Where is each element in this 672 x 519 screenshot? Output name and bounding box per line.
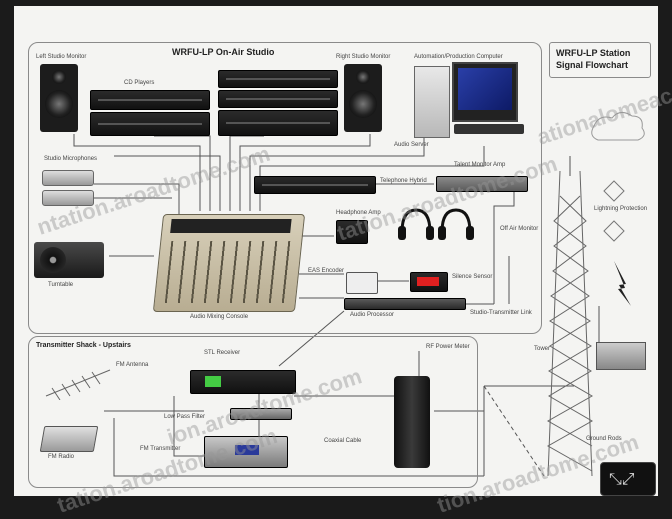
flowchart-title-line2: Signal Flowchart <box>556 60 629 70</box>
telephone-hybrid <box>254 176 376 194</box>
fullscreen-arrows-icon: ⤡⤢ <box>609 469 635 488</box>
fm-radio <box>39 426 99 452</box>
cd-player-2 <box>90 112 210 136</box>
studio-title: WRFU-LP On-Air Studio <box>172 47 275 57</box>
fm-radio-label: FM Radio <box>48 454 75 460</box>
turntable-label: Turntable <box>48 282 74 288</box>
fm-transmitter <box>204 436 288 468</box>
mixing-console-label: Audio Mixing Console <box>190 314 249 320</box>
signal-line <box>73 134 201 211</box>
signal-line <box>114 155 221 211</box>
tweeter-icon <box>52 70 66 84</box>
right-studio-monitor <box>344 64 382 132</box>
headphone-amp-label: Headphone Amp <box>336 210 381 216</box>
console-faders <box>164 241 292 303</box>
screenshot-stage: WRFU-LP On-Air Studio WRFU-LP Station Si… <box>14 6 672 518</box>
rf-power-meter <box>394 376 430 468</box>
transmitter-shack-title: Transmitter Shack - Upstairs <box>36 342 131 349</box>
corner-logo[interactable]: ⤡⤢ <box>600 462 656 496</box>
signal-line <box>154 135 211 211</box>
transmitter-display <box>235 445 259 455</box>
rack-unit-2 <box>218 90 338 108</box>
microphone-device <box>42 190 94 206</box>
signal-line <box>229 135 264 211</box>
computer-tower <box>414 66 450 138</box>
flowchart-title-line1: WRFU-LP Station <box>556 48 631 58</box>
silence-sensor <box>410 272 448 292</box>
low-pass-filter <box>230 408 292 420</box>
left-studio-monitor <box>40 64 78 132</box>
cloud-icon <box>591 112 645 141</box>
studio-mics-label: Studio Microphones <box>44 156 98 162</box>
talent-monitor-amp-label: Talent Monitor Amp <box>454 162 506 168</box>
stl-label: Studio-Transmitter Link <box>470 310 532 316</box>
yagi-antenna-icon <box>45 369 111 400</box>
signal-line <box>173 396 204 457</box>
talent-monitor-amp <box>436 176 528 192</box>
lightning-bolt-icon <box>614 261 631 306</box>
signal-flowchart-diagram: WRFU-LP On-Air Studio WRFU-LP Station Si… <box>14 6 672 518</box>
left-monitor-label: Left Studio Monitor <box>36 54 87 60</box>
cd-players-label: CD Players <box>124 80 155 86</box>
flowchart-title-box <box>549 42 651 78</box>
console-meter-bridge <box>170 219 292 233</box>
right-monitor-label: Right Studio Monitor <box>336 54 391 60</box>
low-pass-filter-label: Low Pass Filter <box>164 414 206 420</box>
signal-lines <box>73 112 645 477</box>
silence-sensor-label: Silence Sensor <box>452 274 493 280</box>
audio-processor-label: Audio Processor <box>350 312 395 318</box>
keyboard <box>454 124 524 134</box>
stl-receiver <box>190 370 296 394</box>
headphone-amp <box>336 220 368 244</box>
woofer-icon <box>349 90 377 118</box>
turntable <box>34 242 104 278</box>
woofer-icon <box>45 90 73 118</box>
signal-line <box>113 418 484 477</box>
microphone-device <box>42 170 94 186</box>
audio-server-label: Audio Server <box>394 142 429 148</box>
signal-line <box>94 183 180 216</box>
lightning-label: Lightning Protection <box>594 206 648 212</box>
signal-line <box>239 134 371 211</box>
rf-power-meter-label: RF Power Meter <box>426 344 470 350</box>
led-display <box>417 277 439 286</box>
eas-encoder-label: EAS Encoder <box>308 268 345 274</box>
transmitter-shack-box <box>28 336 478 488</box>
stl-display <box>205 376 221 387</box>
antenna-icon <box>603 180 625 242</box>
rack-unit-3 <box>218 110 338 136</box>
fm-antenna-label: FM Antenna <box>116 362 149 368</box>
tower-graphic <box>546 170 594 477</box>
signal-line <box>249 134 425 211</box>
studio-box <box>28 42 542 334</box>
off-air-monitor-label: Off Air Monitor <box>500 226 539 232</box>
eas-encoder <box>346 272 378 294</box>
signal-line <box>278 310 345 367</box>
monitor-screen <box>458 68 512 110</box>
base-station-unit <box>596 342 646 370</box>
audio-processor <box>344 298 466 310</box>
cd-player-1 <box>90 90 210 110</box>
coaxial-cable-label: Coaxial Cable <box>324 438 362 444</box>
stl-receiver-label: STL Receiver <box>204 350 241 356</box>
headphones-icon <box>398 208 474 240</box>
record-platter-icon <box>40 247 66 273</box>
signal-line <box>493 191 515 304</box>
ground-rods-label: Ground Rods <box>586 436 622 442</box>
tower-label: Tower <box>534 346 551 352</box>
computer-monitor <box>452 62 518 122</box>
telephone-hybrid-label: Telephone Hybrid <box>380 178 427 184</box>
rack-unit-1 <box>218 70 338 88</box>
computer-label: Automation/Production Computer <box>414 54 503 60</box>
mixing-console <box>152 214 306 312</box>
fm-transmitter-label: FM Transmitter <box>140 446 181 452</box>
tweeter-icon <box>356 70 370 84</box>
